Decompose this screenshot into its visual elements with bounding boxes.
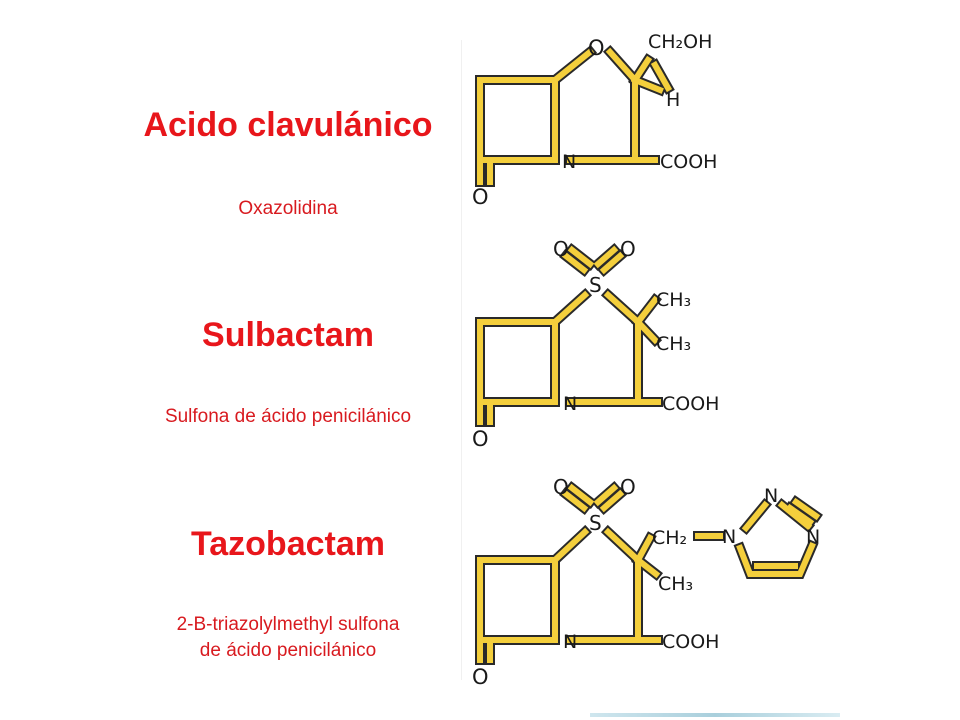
atom-nitrogen: N [562,151,576,173]
compound-subtitle-sulbactam: Sulfona de ácido penicilánico [164,406,412,427]
atom-cooh: COOH [662,631,719,653]
molecule-sulbactam: S O O CH₃ CH₃ N COOH O [472,237,719,451]
compound-subtitle-tazobactam-line2: de ácido penicilánico [199,640,377,661]
atom-ch2: CH₂ [652,527,687,549]
compound-name-tazobactam: Tazobactam [191,525,385,563]
atom-triazole-n2: N [764,485,778,507]
atom-methyl: CH₃ [658,573,693,595]
atom-triazole-n1: N [722,526,736,548]
molecule-clavulanic: O CH₂OH H N COOH O [472,31,717,209]
atom-ch2oh: CH₂OH [648,31,712,53]
atom-carbonyl-oxygen: O [472,427,489,451]
atom-hydrogen: H [666,89,680,111]
atom-cooh: COOH [660,151,717,173]
compound-name-clavulanic: Acido clavulánico [143,106,433,144]
compound-subtitle-clavulanic: Oxazolidina [238,198,338,219]
compound-subtitle-tazobactam-line1: 2-B-triazolylmethyl sulfona [176,614,400,635]
atom-sulfone-oxygen-right: O [620,237,636,261]
atom-ring-oxygen: O [588,36,605,60]
atom-carbonyl-oxygen: O [472,665,489,689]
atom-sulfone-oxygen-left: O [553,475,569,499]
atom-nitrogen: N [563,393,577,415]
atom-methyl-bottom: CH₃ [656,333,691,355]
atom-sulfur: S [589,511,602,535]
atom-cooh: COOH [662,393,719,415]
atom-sulfone-oxygen-right: O [620,475,636,499]
scan-artifact-bar [590,713,840,717]
bonds-tazobactam [475,480,823,665]
atom-triazole-n3: N [806,526,820,548]
scan-edge-line [461,40,462,680]
atom-carbonyl-oxygen: O [472,185,489,209]
atom-sulfur: S [589,273,602,297]
atom-nitrogen: N [563,631,577,653]
bonds-sulbactam [475,242,663,427]
atom-sulfone-oxygen-left: O [553,237,569,261]
bonds-clavulanic [475,44,675,187]
molecule-tazobactam: S O O CH₂ CH₃ N COOH O N N N [472,475,823,689]
compound-name-sulbactam: Sulbactam [202,316,374,354]
atom-methyl-top: CH₃ [656,289,691,311]
